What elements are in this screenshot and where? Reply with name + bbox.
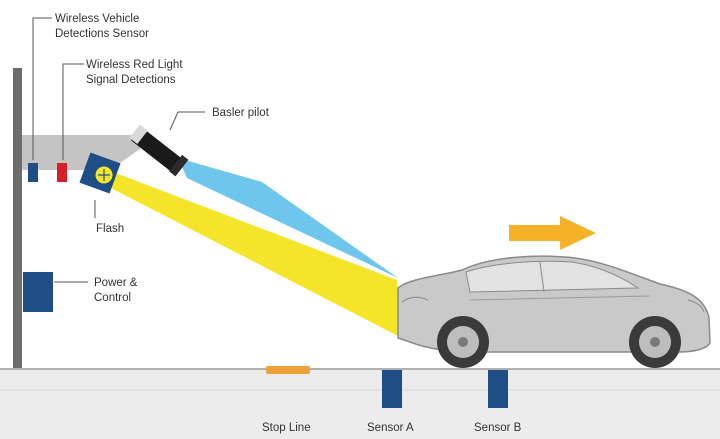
stop-line-marker xyxy=(266,366,310,374)
camera-icon xyxy=(129,124,189,177)
front-wheel xyxy=(437,316,489,368)
direction-arrow-icon xyxy=(509,216,596,250)
label-camera: Basler pilot xyxy=(212,107,270,119)
leader-lines xyxy=(32,17,205,283)
power-control-box xyxy=(23,272,53,312)
label-power-line2: Control xyxy=(94,292,131,304)
car-icon xyxy=(397,255,711,368)
rear-wheel xyxy=(629,316,681,368)
label-stop-line: Stop Line xyxy=(262,422,311,434)
label-red-light-line1: Wireless Red Light xyxy=(86,59,183,71)
road xyxy=(0,369,720,439)
label-vehicle-sensor-line2: Detections Sensor xyxy=(55,28,149,40)
label-sensor-a: Sensor A xyxy=(367,422,414,434)
mounting-arm xyxy=(22,135,150,170)
sensor-b xyxy=(488,370,508,408)
red-light-detector xyxy=(57,163,67,182)
sensor-a xyxy=(382,370,402,408)
pole xyxy=(13,68,22,368)
label-flash: Flash xyxy=(96,223,124,235)
flash-beam xyxy=(109,172,400,337)
camera-beam xyxy=(178,158,398,278)
label-vehicle-sensor-line1: Wireless Vehicle xyxy=(55,13,139,25)
label-red-light-line2: Signal Detections xyxy=(86,74,176,86)
label-power-line1: Power & xyxy=(94,277,138,289)
vehicle-detection-sensor xyxy=(28,163,38,182)
flash-unit-icon xyxy=(79,152,121,194)
label-sensor-b: Sensor B xyxy=(474,422,522,434)
